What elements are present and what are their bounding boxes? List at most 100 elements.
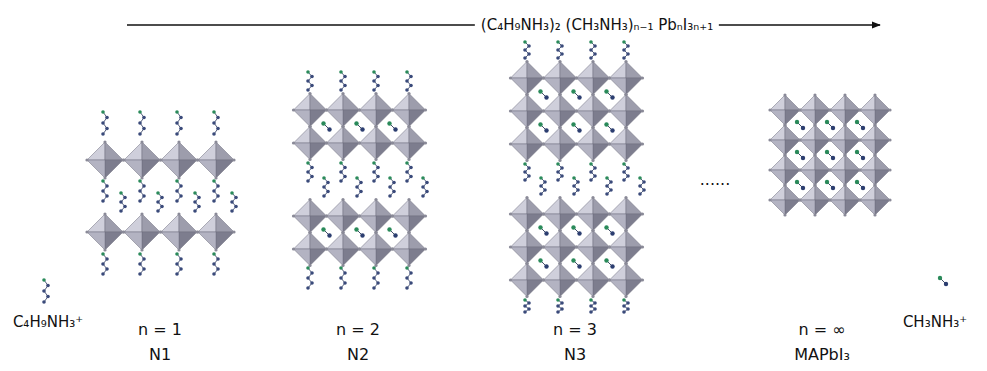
chain-atom <box>193 200 197 204</box>
methylammonium <box>855 120 865 130</box>
octahedron-face <box>343 233 360 250</box>
iodide-atom <box>374 125 377 128</box>
chain-atom <box>101 252 105 256</box>
chain-atom <box>339 276 343 280</box>
iodide-atom <box>813 213 816 216</box>
octahedron-face <box>511 111 528 128</box>
octahedron-face <box>626 247 643 264</box>
pbi6-octahedron <box>798 183 831 216</box>
iodide-atom <box>325 247 328 250</box>
pbi6-octahedron <box>542 262 578 298</box>
butylammonium-chain <box>138 110 146 136</box>
octahedron-face <box>544 214 561 231</box>
octahedron-face <box>376 110 393 127</box>
pbi6-octahedron <box>509 229 545 265</box>
chain-atom <box>527 44 531 48</box>
iodide-atom <box>873 183 876 186</box>
chain-atom <box>101 110 105 114</box>
octahedron-face <box>815 170 830 185</box>
iodide-atom <box>608 212 611 215</box>
iodide-atom <box>843 93 846 96</box>
cation-name: CH₃NH₃⁺ <box>903 313 967 331</box>
iodide-atom <box>575 278 578 281</box>
ma-nitrogen <box>538 258 542 262</box>
chain-atom <box>216 267 220 271</box>
ma-carbon <box>610 95 614 99</box>
chain-atom <box>589 40 593 44</box>
iodide-atom <box>591 229 594 232</box>
pbi6-octahedron <box>325 198 361 234</box>
octahedron-face <box>105 232 123 250</box>
butylammonium-chain <box>138 252 146 276</box>
iodide-atom <box>196 230 199 233</box>
chain-atom <box>622 304 626 308</box>
iodide-atom <box>858 108 861 111</box>
chain-atom <box>175 179 179 183</box>
methylammonium <box>321 227 331 237</box>
chain-atom <box>339 170 343 174</box>
octahedron-face <box>124 214 142 232</box>
octahedron-face <box>577 264 594 281</box>
iodide-atom <box>424 141 427 144</box>
iodide-atom <box>103 140 106 143</box>
iodide-atom <box>624 126 627 129</box>
octahedron-face <box>875 125 890 140</box>
chain-atom <box>175 132 179 136</box>
iodide-atom <box>783 183 786 186</box>
iodide-atom <box>140 176 143 179</box>
octahedron-face <box>527 95 544 112</box>
layer-number: n = ∞ <box>798 320 845 339</box>
butylammonium-chain <box>230 191 238 213</box>
pbi6-octahedron <box>575 60 611 96</box>
octahedron-face <box>577 247 594 264</box>
octahedron-face <box>610 231 627 248</box>
pbi6-octahedron <box>292 198 328 234</box>
octahedron-face <box>800 155 815 170</box>
iodide-atom <box>374 231 377 234</box>
octahedron-face <box>560 111 577 128</box>
octahedron-face <box>577 214 594 231</box>
chain-atom <box>376 281 380 285</box>
ma-nitrogen <box>571 258 575 262</box>
chain-atom <box>405 161 409 165</box>
chain-atom <box>306 79 310 83</box>
chain-atom <box>216 116 220 120</box>
iodide-atom <box>828 108 831 111</box>
octahedron-face <box>527 62 544 79</box>
iodide-atom <box>232 230 235 233</box>
ma-carbon <box>861 156 865 160</box>
octahedron-face <box>527 280 544 297</box>
octahedron-face <box>560 231 577 248</box>
pbi6-octahedron <box>542 126 578 162</box>
iodide-atom <box>641 109 644 112</box>
chain-atom <box>609 180 613 184</box>
butylammonium-chain <box>306 70 314 92</box>
chain-atom <box>326 181 330 185</box>
pbi6-octahedron <box>159 140 198 179</box>
pbi6-octahedron <box>575 262 611 298</box>
chain-atom <box>576 188 580 192</box>
iodide-atom <box>358 214 361 217</box>
chain-atom <box>105 257 109 261</box>
ma-carbon <box>327 127 331 131</box>
chain-atom <box>310 166 314 170</box>
butylammonium-chain <box>523 40 531 60</box>
iodide-atom <box>828 138 831 141</box>
iodide-atom <box>424 214 427 217</box>
octahedron-face <box>409 200 426 217</box>
chain-atom <box>409 271 413 275</box>
chain-atom <box>372 161 376 165</box>
chain-atom <box>306 276 310 280</box>
iodide-atom <box>843 213 846 216</box>
iodide-atom <box>575 142 578 145</box>
octahedron-face <box>294 110 311 127</box>
octahedron-face <box>815 110 830 125</box>
chain-atom <box>175 199 179 203</box>
chain-atom <box>355 194 359 198</box>
octahedron-face <box>409 94 426 111</box>
octahedron-face <box>593 62 610 79</box>
chain-atom <box>556 178 560 182</box>
chain-atom <box>46 284 50 288</box>
chain-atom <box>101 189 105 193</box>
octahedron-face <box>310 94 327 111</box>
